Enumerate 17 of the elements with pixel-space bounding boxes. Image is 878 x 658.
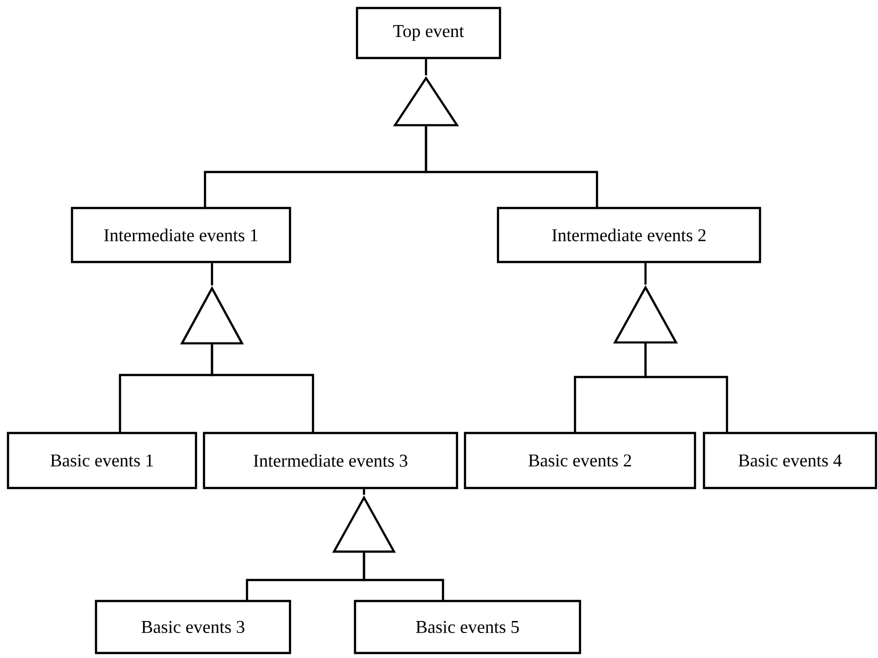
event-box: Basic events 4: [702, 432, 878, 490]
event-box: Basic events 2: [464, 432, 696, 490]
connector-line: [362, 552, 444, 601]
event-box: Intermediate events 3: [202, 432, 458, 490]
connector-line: [362, 489, 366, 495]
connector-line: [424, 126, 598, 208]
connector-line: [644, 344, 728, 433]
event-box: Intermediate events 2: [496, 206, 762, 264]
connector-line: [424, 59, 428, 76]
event-box: Basic events 5: [354, 600, 582, 654]
event-box: Intermediate events 1: [70, 206, 292, 264]
event-box: Basic events 3: [94, 600, 292, 654]
connector-line: [644, 263, 647, 285]
connector-line: [210, 263, 214, 286]
event-box: Basic events 1: [6, 432, 198, 490]
connector-line: [210, 344, 314, 433]
event-box: Top event: [356, 6, 502, 60]
